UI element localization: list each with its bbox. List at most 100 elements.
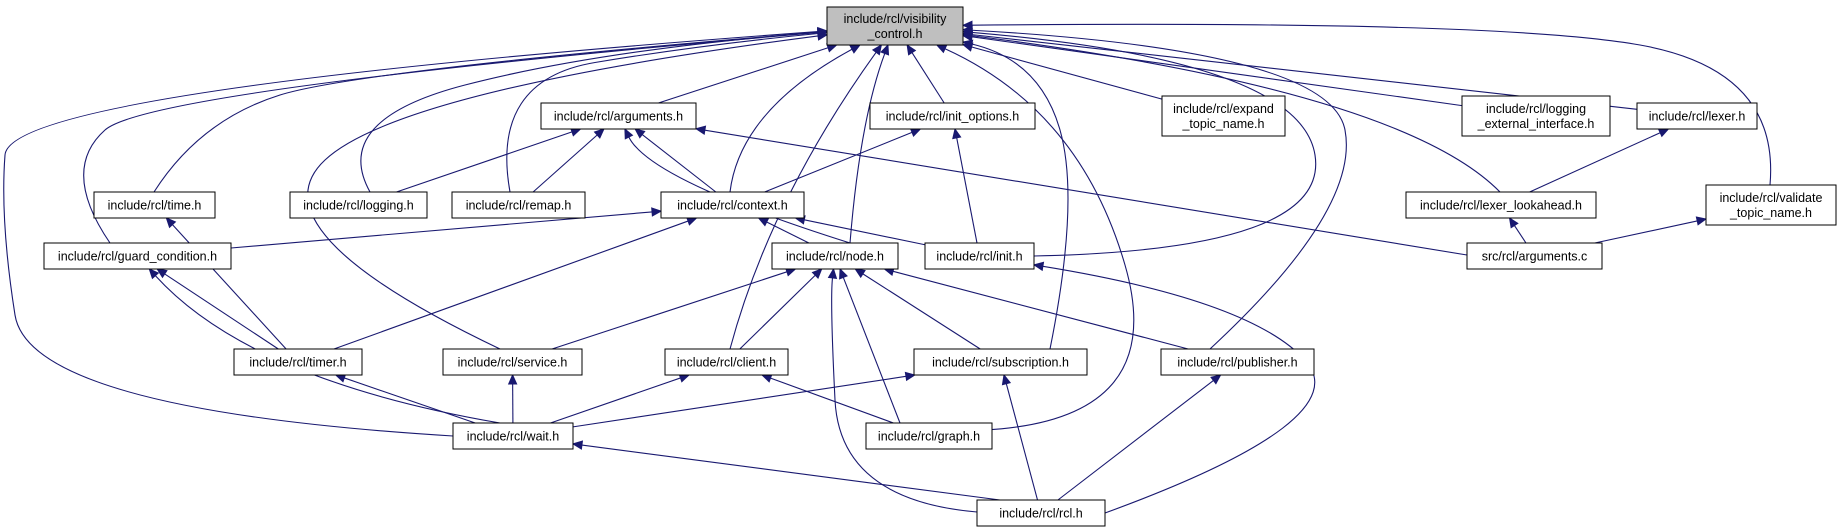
- node-box: [1160, 348, 1315, 376]
- edge-line: [1594, 220, 1698, 244]
- node-validate[interactable]: include/rcl/validate_topic_name.h: [1705, 184, 1837, 226]
- edge-rcl-to-wait: [571, 440, 1001, 501]
- node-publisher[interactable]: include/rcl/publisher.h: [1160, 348, 1315, 376]
- node-label: include/rcl/time.h: [108, 199, 202, 213]
- arrowhead-icon: [961, 39, 974, 49]
- node-subscription[interactable]: include/rcl/subscription.h: [913, 348, 1088, 376]
- node-label: include/rcl/guard_condition.h: [58, 250, 217, 264]
- edge-context-to-arguments_h: [634, 128, 717, 193]
- node-box: [43, 242, 232, 270]
- node-logging[interactable]: include/rcl/logging.h: [289, 191, 428, 219]
- node-label: include/rcl/publisher.h: [1177, 356, 1297, 370]
- node-box: [924, 242, 1035, 270]
- arrowhead-icon: [961, 25, 973, 36]
- node-box: [869, 102, 1036, 130]
- edge-line: [658, 47, 829, 104]
- edge-line: [911, 52, 945, 104]
- arrowhead-icon: [165, 217, 177, 229]
- node-expand[interactable]: include/rcl/expand_topic_name.h: [1161, 95, 1286, 137]
- edge-line: [83, 32, 819, 244]
- node-label: include/rcl/service.h: [458, 356, 568, 370]
- node-label: include/rcl/wait.h: [467, 430, 559, 444]
- arrowhead-icon: [507, 373, 518, 385]
- edge-line: [1514, 225, 1527, 244]
- node-box: [289, 191, 428, 219]
- node-client[interactable]: include/rcl/client.h: [664, 348, 789, 376]
- edge-client-to-node: [739, 268, 823, 350]
- node-wait[interactable]: include/rcl/wait.h: [452, 422, 574, 450]
- arrowhead-icon: [811, 268, 823, 280]
- node-visibility-control[interactable]: include/rcl/visibility_control.h: [826, 6, 964, 46]
- edge-time-to-visibility_control: [153, 27, 829, 193]
- arrowhead-icon: [839, 267, 848, 280]
- edge-line: [971, 46, 1163, 100]
- node-box: [452, 422, 574, 450]
- node-label: include/rcl/init.h: [936, 250, 1022, 264]
- edge-line: [628, 136, 851, 244]
- edge-line: [344, 377, 476, 424]
- node-box: [1636, 102, 1758, 130]
- node-arguments-h[interactable]: include/rcl/arguments.h: [540, 102, 697, 130]
- edge-rcl-to-subscription: [1001, 373, 1039, 501]
- edge-init-to-init_options: [952, 127, 978, 244]
- arrowhead-icon: [871, 44, 883, 56]
- node-box: [93, 191, 216, 219]
- node-graph[interactable]: include/rcl/graph.h: [865, 422, 993, 450]
- edge-expand-to-visibility_control: [961, 42, 1163, 100]
- edge-line: [581, 444, 1001, 501]
- edge-subscription-to-visibility_control: [961, 39, 1069, 350]
- node-label: include/rcl/subscription.h: [932, 356, 1069, 370]
- node-label: include/rcl/logging.h: [303, 199, 414, 213]
- node-label: include/rcl/validate: [1720, 191, 1823, 205]
- node-context[interactable]: include/rcl/context.h: [660, 191, 805, 219]
- arrowhead-icon: [880, 43, 890, 56]
- edge-wait-to-subscription: [572, 371, 917, 428]
- node-remap[interactable]: include/rcl/remap.h: [451, 191, 586, 219]
- edge-timer-to-time: [165, 217, 287, 350]
- node-guard[interactable]: include/rcl/guard_condition.h: [43, 242, 232, 270]
- edge-line: [1005, 383, 1039, 501]
- edge-line: [971, 43, 1069, 350]
- node-lexer-lookahead[interactable]: include/rcl/lexer_lookahead.h: [1405, 191, 1597, 219]
- node-label: include/rcl/expand: [1173, 102, 1274, 116]
- node-arguments-c[interactable]: src/rcl/arguments.c: [1466, 242, 1603, 270]
- node-init-options[interactable]: include/rcl/init_options.h: [869, 102, 1036, 130]
- node-rcl[interactable]: include/rcl/rcl.h: [976, 499, 1106, 527]
- node-label: include/rcl/lexer_lookahead.h: [1420, 199, 1582, 213]
- node-logging-ext[interactable]: include/rcl/logging_external_interface.h: [1461, 95, 1611, 137]
- arrowhead-icon: [1508, 216, 1519, 229]
- edge-line: [971, 35, 1501, 193]
- node-label: include/rcl/rcl.h: [999, 507, 1082, 521]
- edge-line: [764, 131, 913, 193]
- edge-line: [307, 35, 819, 350]
- edge-arguments_c-to-validate: [1594, 216, 1708, 244]
- arrowhead-icon: [1657, 128, 1670, 138]
- file-nodes: include/rcl/visibility_control.h include/…: [43, 6, 1837, 527]
- node-init[interactable]: include/rcl/init.h: [924, 242, 1035, 270]
- edge-logging_ext-to-visibility_control: [961, 32, 1463, 107]
- arrowhead-icon: [651, 207, 663, 217]
- edge-line: [739, 274, 816, 350]
- node-box: [976, 499, 1106, 527]
- edge-wait-to-guard: [148, 268, 501, 424]
- node-box: [664, 348, 789, 376]
- node-box: [913, 348, 1088, 376]
- edge-line: [729, 48, 853, 193]
- edge-graph-to-node: [839, 267, 901, 424]
- node-label: _control.h: [867, 27, 923, 41]
- node-node[interactable]: include/rcl/node.h: [771, 242, 899, 270]
- node-timer[interactable]: include/rcl/timer.h: [233, 348, 363, 376]
- node-service[interactable]: include/rcl/service.h: [442, 348, 583, 376]
- edge-context-to-init_options: [764, 128, 922, 193]
- edge-wait-to-timer: [334, 373, 476, 424]
- edge-line: [506, 32, 819, 193]
- node-time[interactable]: include/rcl/time.h: [93, 191, 216, 219]
- arrowhead-icon: [817, 26, 829, 37]
- edge-service-to-node: [551, 267, 797, 350]
- node-lexer[interactable]: include/rcl/lexer.h: [1636, 102, 1758, 130]
- edge-line: [849, 53, 886, 244]
- node-box: [451, 191, 586, 219]
- arrowhead-icon: [904, 371, 917, 382]
- arrowhead-icon: [634, 128, 646, 139]
